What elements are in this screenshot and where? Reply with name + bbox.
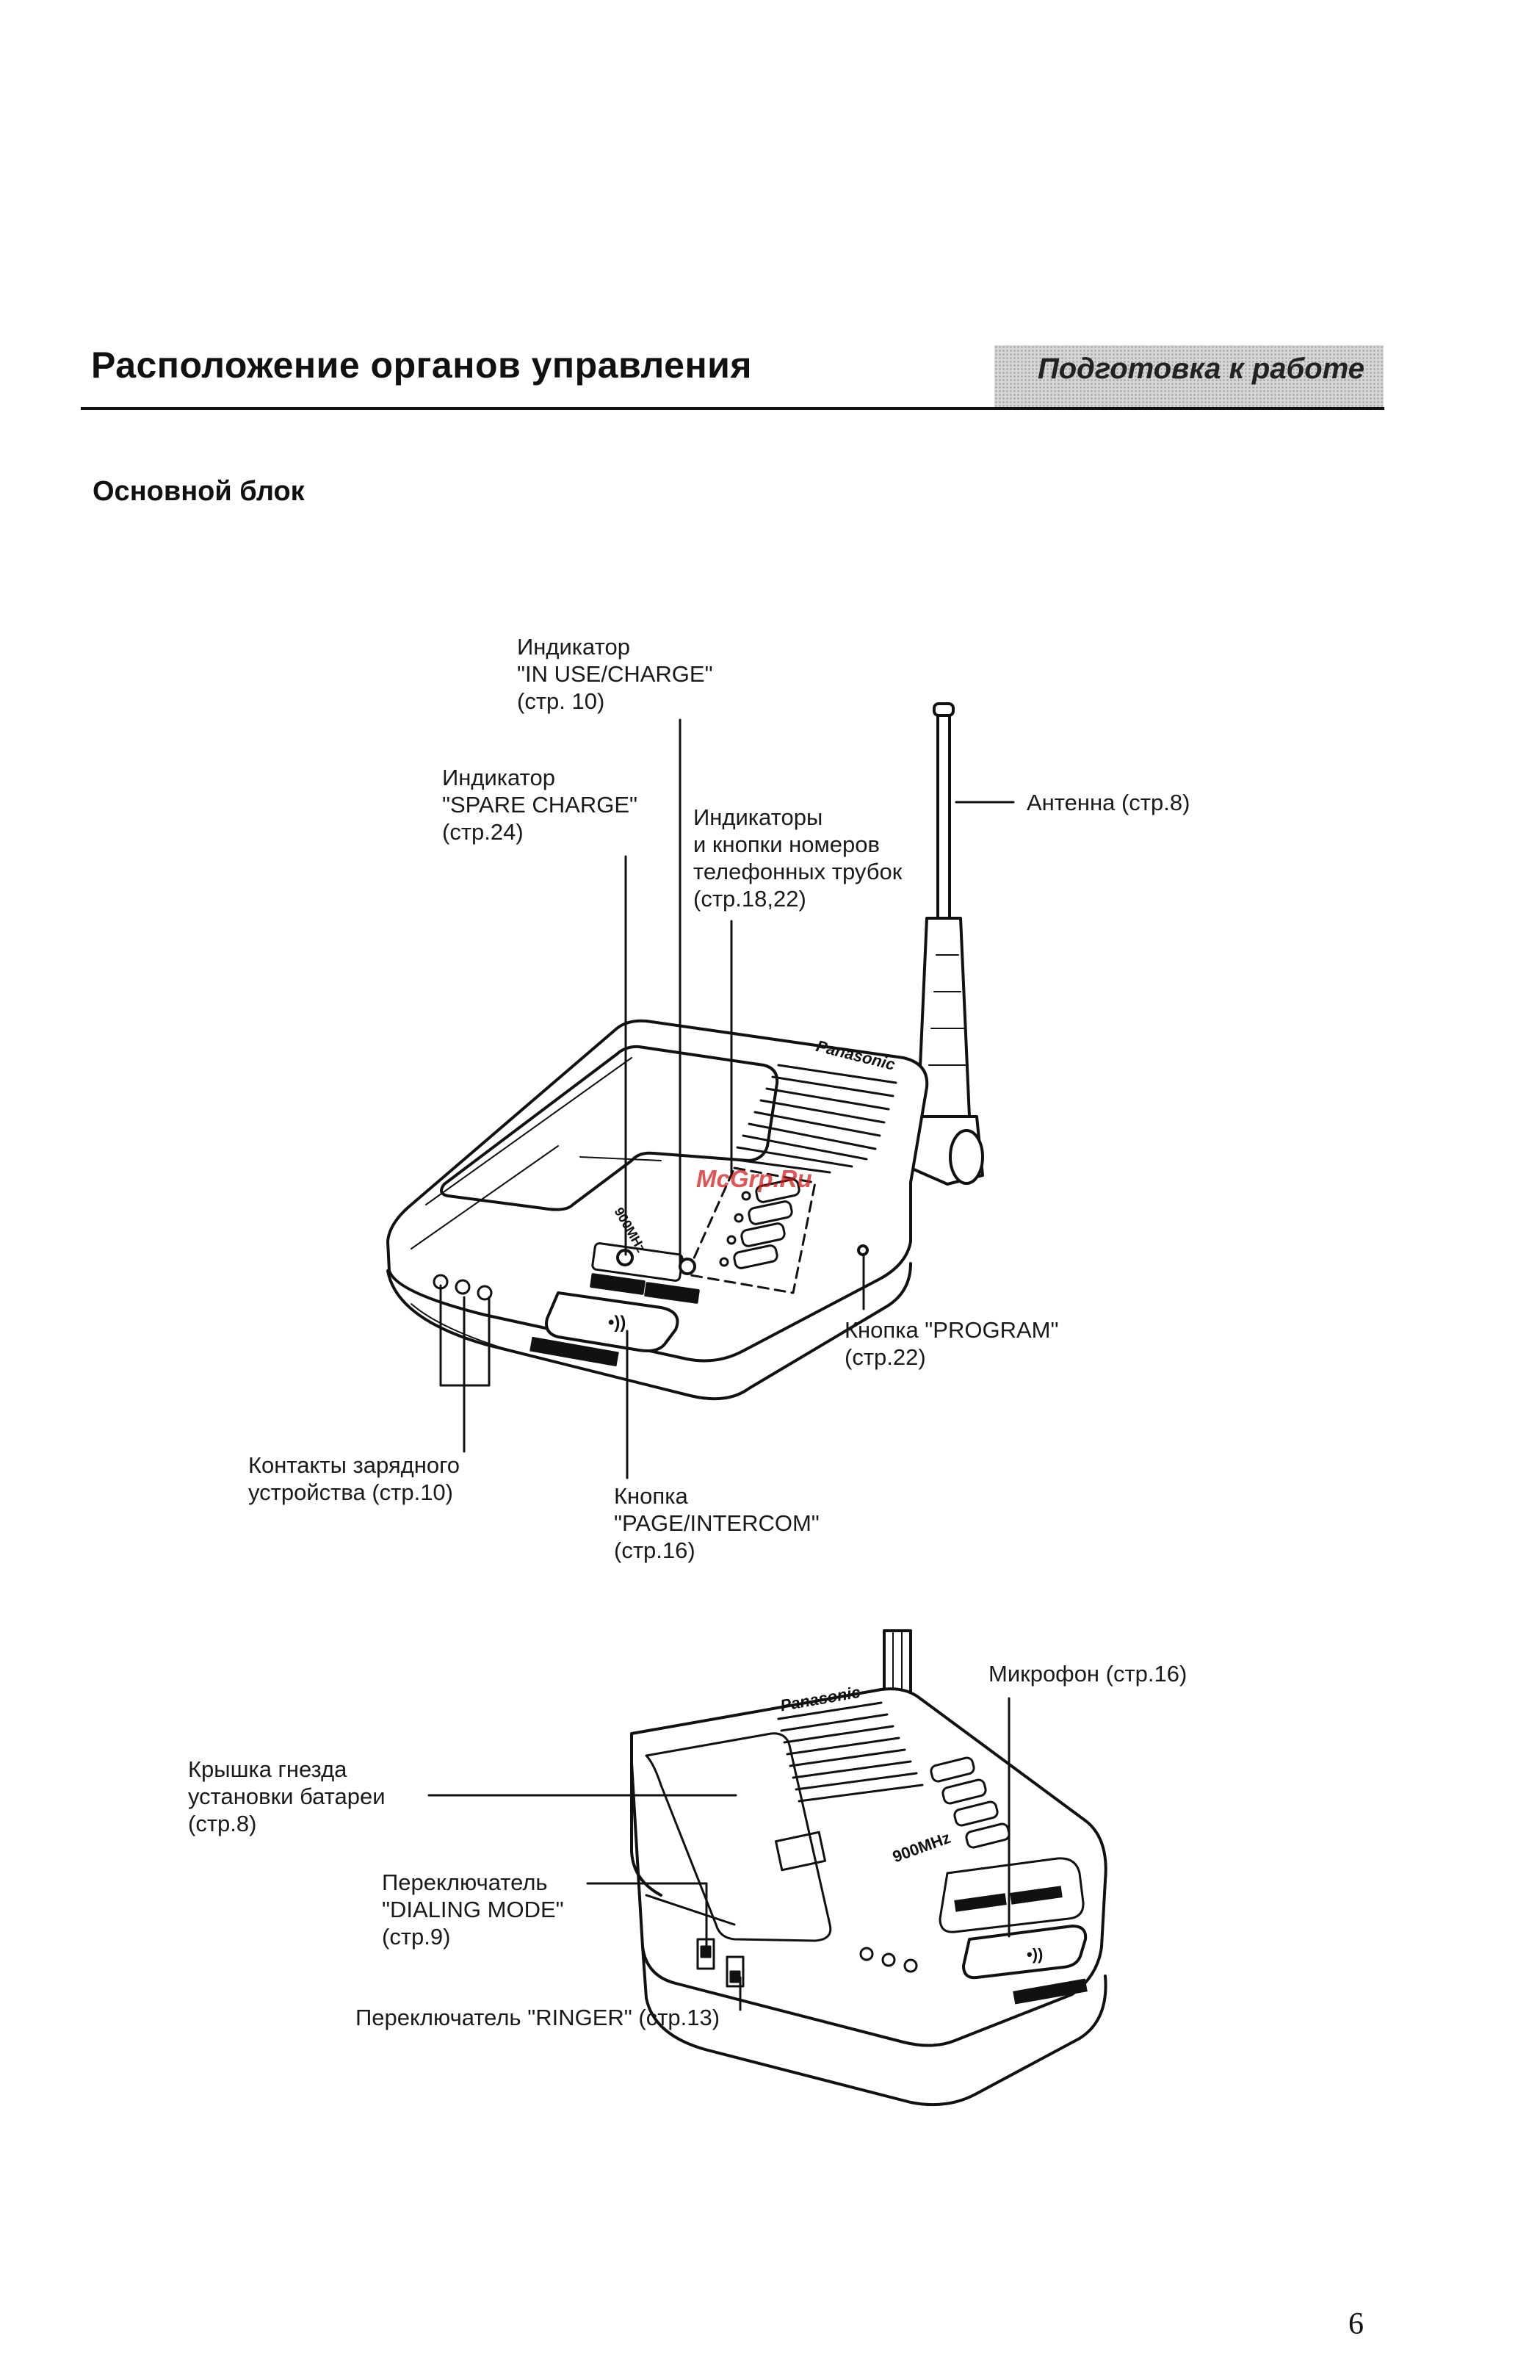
watermark: McGrp.Ru	[696, 1165, 812, 1192]
callout-program: Кнопка "PROGRAM" (стр.22)	[845, 1317, 1059, 1370]
section-subtitle: Основной блок	[93, 476, 305, 507]
handset-number-buttons-side	[930, 1756, 1011, 1849]
page-number: 6	[1348, 2307, 1364, 2341]
svg-text:•)): •))	[608, 1313, 626, 1333]
battery-cover	[774, 1831, 827, 1872]
leader-lines-bottom	[427, 1697, 1011, 2011]
section-badge-label: Подготовка к работе	[1037, 353, 1364, 385]
callout-charge-contacts: Контакты зарядного устройства (стр.10)	[248, 1452, 460, 1505]
svg-text:•)): •))	[1027, 1945, 1043, 1964]
callout-microphone: Микрофон (стр.16)	[988, 1661, 1187, 1687]
base-unit-top-view: •))	[386, 702, 984, 1401]
page-title: Расположение органов управления	[91, 345, 753, 386]
callout-spare-charge: Индикатор "SPARE CHARGE" (стр.24)	[442, 765, 638, 845]
section-badge: Подготовка к работе	[994, 345, 1384, 407]
leader-lines-top	[439, 718, 1015, 1479]
base-unit-side-view: •))	[630, 1629, 1107, 2107]
callout-battery-cover: Крышка гнезда установки батареи (стр.8)	[188, 1756, 386, 1836]
speaker-grille	[730, 1064, 897, 1174]
handset-buttons-highlight	[685, 1166, 817, 1294]
callout-antenna: Антенна (стр.8)	[1027, 790, 1190, 815]
callout-page-intercom: Кнопка "PAGE/INTERCOM" (стр.16)	[614, 1483, 820, 1563]
handset-number-buttons	[719, 1178, 800, 1269]
callout-ringer: Переключатель "RINGER" (стр.13)	[355, 2005, 720, 2030]
page-intercom-button	[545, 1291, 679, 1352]
indicator-panel	[590, 1242, 700, 1304]
callout-dialing-mode: Переключатель "DIALING MODE" (стр.9)	[382, 1869, 564, 1950]
title-rule	[81, 407, 1384, 410]
callout-in-use-charge: Индикатор "IN USE/CHARGE" (стр. 10)	[517, 634, 713, 714]
callout-handset-indicators: Индикаторы и кнопки номеров телефонных т…	[693, 804, 903, 912]
